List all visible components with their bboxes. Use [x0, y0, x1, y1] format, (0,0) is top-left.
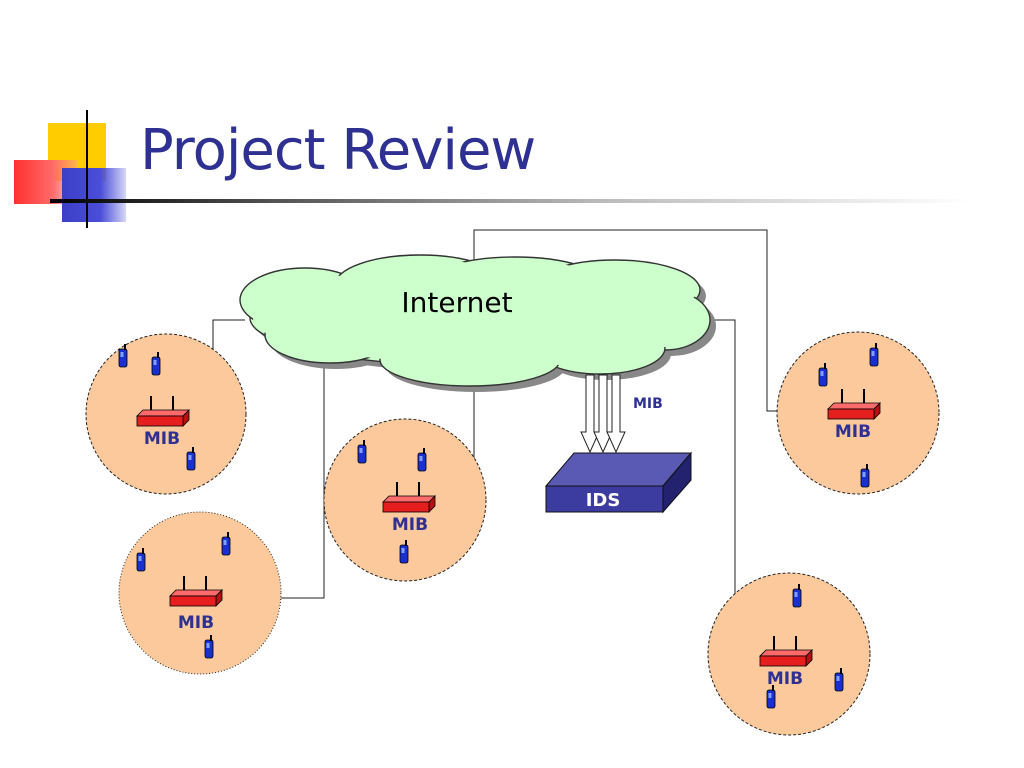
node-a-label: MIB: [144, 429, 180, 449]
network-node-b: MIB: [118, 511, 282, 675]
ids-box: IDS: [544, 451, 693, 514]
node-c-label: MIB: [392, 515, 428, 535]
node-d-label: MIB: [835, 422, 871, 442]
cloud-label: Internet: [401, 286, 512, 319]
arrow-mib-label: MIB: [633, 396, 663, 412]
network-node-c: MIB: [323, 418, 487, 582]
logo-blue-block: [62, 168, 126, 222]
network-node-d: MIB: [776, 331, 940, 495]
logo-vertical-line: [86, 110, 88, 228]
page-title: Project Review: [140, 118, 536, 183]
node-b-label: MIB: [178, 613, 214, 633]
internet-cloud: Internet: [239, 254, 716, 392]
network-node-a: MIB: [85, 333, 247, 495]
node-e-label: MIB: [767, 669, 803, 689]
network-node-e: MIB: [707, 572, 871, 736]
ids-label: IDS: [586, 490, 621, 511]
title-underline: [50, 199, 970, 203]
mib-flow-arrows: [580, 374, 626, 454]
